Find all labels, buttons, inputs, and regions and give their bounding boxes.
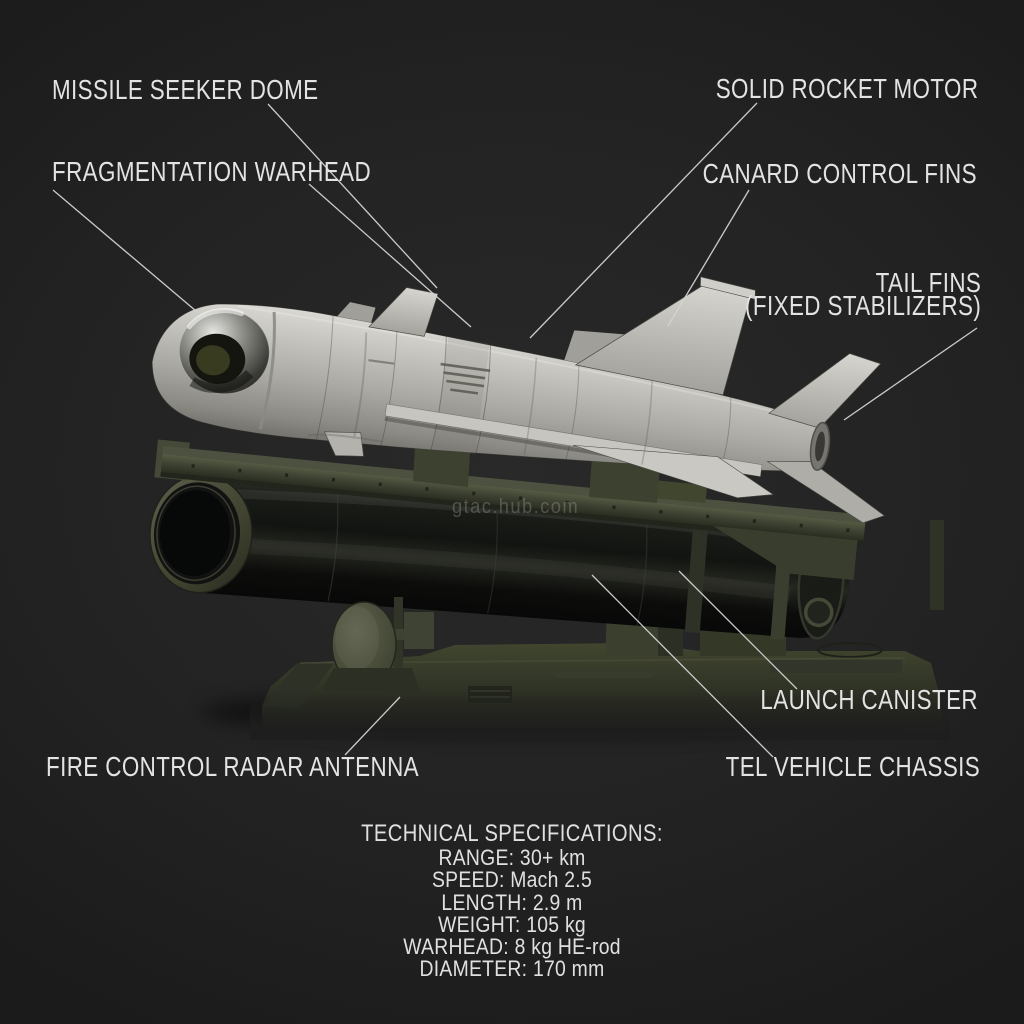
leader-tel-vehicle-chassis: [591, 574, 774, 758]
leader-tail-fins: [843, 327, 978, 421]
canister-latch-wheel: [803, 597, 834, 628]
wing-tip-shoe: [700, 276, 756, 300]
label-tel-vehicle-chassis: TEL VEHICLE CHASSIS: [725, 751, 980, 782]
label-canard-control-fins: CANARD CONTROL FINS: [702, 158, 977, 189]
label-tail-fins: TAIL FINS (FIXED STABILIZERS): [744, 267, 981, 321]
tel-vehicle-chassis: [250, 520, 950, 740]
spec-warhead: WARHEAD: 8 kg HE-rod: [403, 934, 621, 960]
fire-control-radar: [322, 597, 434, 692]
label-solid-rocket-motor: SOLID ROCKET MOTOR: [715, 73, 978, 104]
leader-solid-rocket-motor: [529, 102, 758, 339]
missile-pylon-front: [413, 447, 470, 487]
label-tail-fins-line2: (FIXED STABILIZERS): [744, 290, 981, 321]
missile-pylon-rear: [589, 458, 660, 503]
spec-range: RANGE: 30+ km: [438, 845, 586, 870]
spec-weight: WEIGHT: 105 kg: [438, 911, 586, 937]
tail-fin-lower: [766, 460, 885, 524]
label-tail-fins-line1: TAIL FINS: [875, 267, 981, 298]
leader-fragmentation-warhead-right: [308, 183, 472, 328]
seeker-dome: [178, 308, 270, 395]
missile: [151, 276, 885, 524]
spec-length: LENGTH: 2.9 m: [441, 889, 583, 915]
leader-fragmentation-warhead-left: [52, 189, 197, 312]
wing-lower: [572, 444, 774, 499]
label-missile-seeker-dome: MISSILE SEEKER DOME: [52, 74, 319, 105]
canard-fin-lower: [323, 431, 364, 457]
leader-fire-control-radar: [344, 696, 401, 756]
leader-canard-control-fins: [667, 189, 750, 327]
stencil-markings: [368, 359, 491, 395]
label-launch-canister: LAUNCH CANISTER: [760, 684, 978, 715]
watermark: gtac.hub.com: [452, 496, 580, 518]
label-fragmentation-warhead: FRAGMENTATION WARHEAD: [52, 156, 372, 187]
canard-fin-upper: [368, 287, 439, 337]
canister-muzzle: [149, 473, 253, 594]
tail-fin-upper: [768, 353, 882, 429]
leader-missile-seeker-dome: [267, 103, 438, 289]
spec-diameter: DIAMETER: 170 mm: [419, 956, 605, 982]
launch-rail: [154, 439, 867, 581]
spec-speed: SPEED: Mach 2.5: [432, 867, 592, 893]
seeker-lens: [196, 345, 231, 376]
leader-launch-canister: [678, 570, 798, 690]
label-fire-control-radar-antenna: FIRE CONTROL RADAR ANTENNA: [46, 751, 419, 782]
specs-title: TECHNICAL SPECIFICATIONS:: [361, 820, 663, 847]
technical-specifications: TECHNICAL SPECIFICATIONS: RANGE: 30+ km …: [0, 821, 1024, 981]
weathering-streaks: [307, 332, 653, 465]
dome-retaining-ring: [258, 311, 276, 430]
leader-lines: [52, 102, 978, 758]
